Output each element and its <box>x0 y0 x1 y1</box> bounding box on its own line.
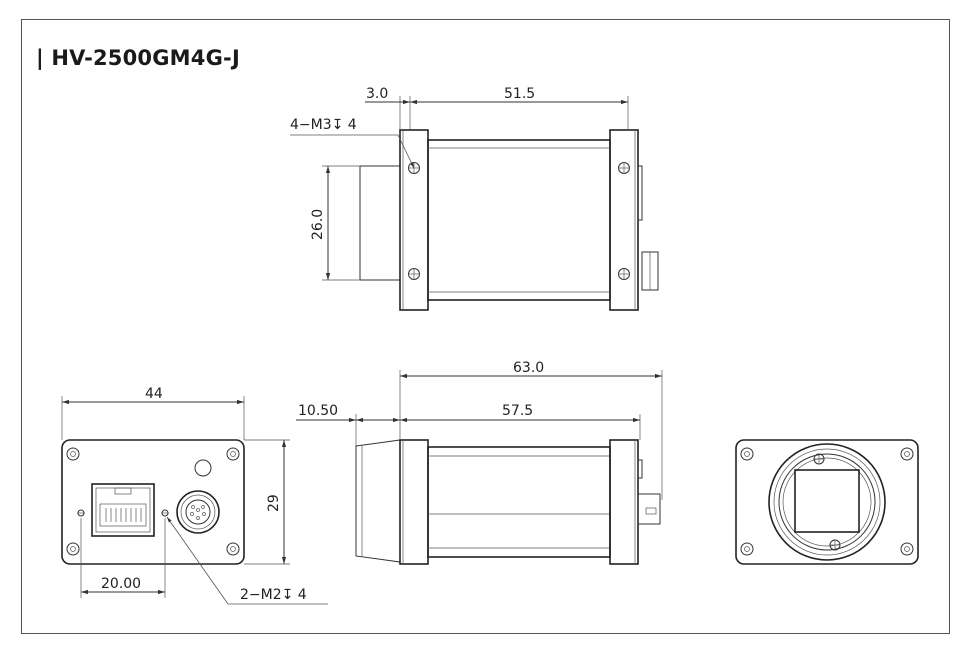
back-screw-hole <box>66 447 80 461</box>
dim-back-height-label: 29 <box>266 494 282 512</box>
front-plate <box>735 439 919 565</box>
dim-front-length-label: 10.50 <box>298 403 338 419</box>
mount-screw <box>813 453 825 465</box>
dim-total-length-label: 63.0 <box>513 360 544 376</box>
front-screw-hole <box>740 542 754 556</box>
dim-top-height-label: 26.0 <box>310 209 326 240</box>
back-plate <box>61 439 245 565</box>
dim-top-body-label: 51.5 <box>504 86 535 102</box>
back-screw-hole <box>226 542 240 556</box>
dim-side-body-label: 57.5 <box>502 403 533 419</box>
back-screw-hole <box>226 447 240 461</box>
power-connector <box>176 490 220 534</box>
side-body <box>427 446 611 558</box>
front-screw-hole <box>900 447 914 461</box>
top-view: 3.0 51.5 26.0 4−M3↧ 4 <box>290 86 659 311</box>
m2-hole <box>161 509 169 517</box>
dim-back-offset-label: 20.00 <box>101 576 141 592</box>
top-back-flange <box>609 129 639 311</box>
rj45-port <box>91 483 155 537</box>
mount-screw <box>829 539 841 551</box>
front-screw-hole <box>900 542 914 556</box>
lens-mount <box>768 443 886 561</box>
dim-flange-label: 3.0 <box>366 86 388 102</box>
top-body <box>427 139 611 301</box>
page-title: | HV-2500GM4G-J <box>36 46 240 70</box>
front-screw-hole <box>740 447 754 461</box>
top-screw-hole <box>618 268 630 280</box>
back-screw-hole <box>66 542 80 556</box>
status-led <box>194 459 212 477</box>
drawing-frame <box>21 19 950 634</box>
side-view: 63.0 10.50 57.5 <box>296 360 663 565</box>
top-front-flange <box>399 129 429 311</box>
image-sensor <box>794 469 860 533</box>
back-view: 44 29 20.00 2−M2↧ 4 <box>61 386 328 605</box>
callout-m2-holes: 2−M2↧ 4 <box>240 587 307 603</box>
top-screw-hole <box>408 268 420 280</box>
m2-hole <box>77 509 85 517</box>
callout-m3-holes: 4−M3↧ 4 <box>290 117 357 133</box>
dim-back-width-label: 44 <box>145 386 163 402</box>
top-screw-hole <box>618 162 630 174</box>
front-view <box>735 439 919 565</box>
